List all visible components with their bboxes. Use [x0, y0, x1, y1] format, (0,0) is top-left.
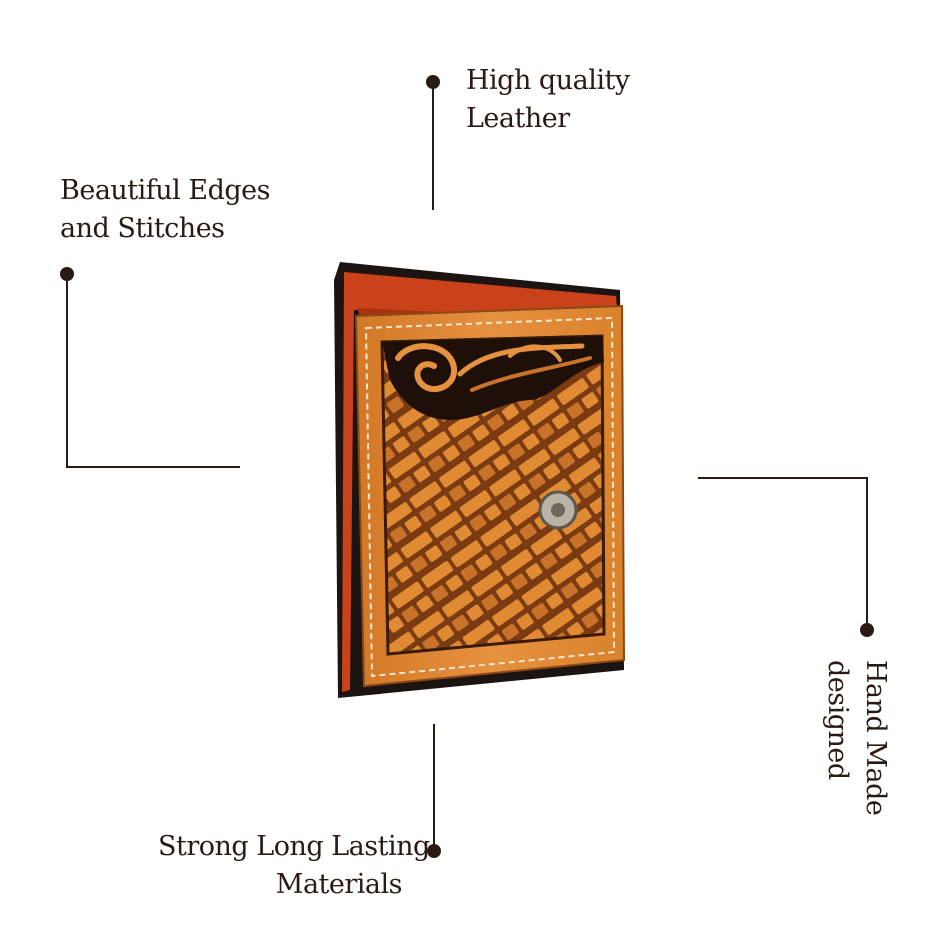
- bottom-callout-line: [433, 724, 435, 850]
- top-callout-line: [432, 82, 434, 210]
- right-callout-line2: designed: [822, 660, 853, 780]
- left-callout-line1: Beautiful Edges: [60, 175, 271, 206]
- wallet-product-image: [334, 262, 626, 698]
- top-callout-label: High quality Leather: [466, 62, 630, 138]
- top-callout-line1: High quality: [466, 65, 630, 96]
- right-callout-label: Hand Made designed: [818, 660, 894, 815]
- left-callout-label: Beautiful Edges and Stitches: [60, 172, 271, 248]
- top-callout-line2: Leather: [466, 103, 570, 134]
- right-callout-vertical-line: [866, 477, 868, 629]
- bottom-callout-line2: Materials: [275, 869, 403, 900]
- left-callout-line2: and Stitches: [60, 213, 225, 244]
- left-callout-horizontal-line: [66, 466, 240, 468]
- wallet-floral-scroll: [382, 336, 604, 420]
- right-callout-horizontal-line: [698, 477, 868, 479]
- right-callout-line1: Hand Made: [860, 660, 891, 816]
- bottom-callout-line1: Strong Long Lasting: [158, 831, 430, 862]
- wallet-stitching: [364, 316, 616, 678]
- right-callout-dot: [860, 623, 874, 637]
- bottom-callout-label: Strong Long Lasting Materials: [158, 828, 430, 904]
- bottom-callout-dot: [427, 844, 441, 858]
- left-callout-vertical-line: [66, 274, 68, 468]
